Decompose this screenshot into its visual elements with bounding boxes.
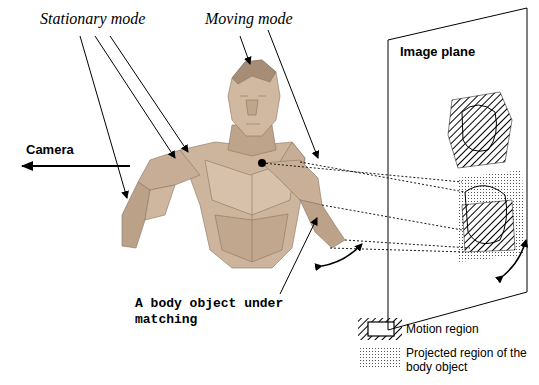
image-plane: Image plane [388, 8, 528, 330]
legend-swatch [358, 346, 402, 368]
label: A body object under matching [135, 296, 285, 327]
legend-text: Motion region [406, 322, 479, 336]
label: Moving mode [205, 10, 293, 28]
label: Stationary mode [40, 10, 145, 28]
label: Camera [26, 142, 74, 157]
plane-title: Image plane [400, 44, 475, 59]
legend-text: Projected region of the body object [406, 346, 534, 375]
